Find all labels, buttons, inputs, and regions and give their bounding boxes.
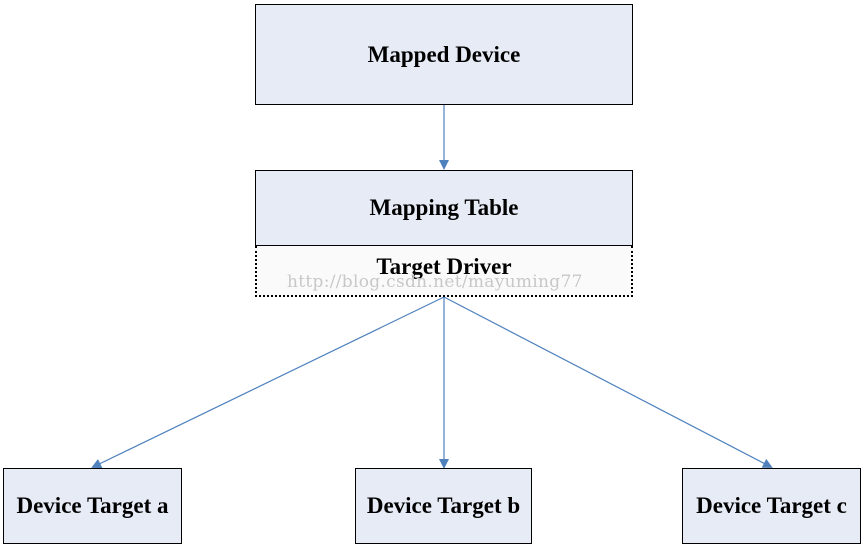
- target-driver-node: Target Driver: [255, 246, 633, 297]
- device-target-b-node: Device Target b: [355, 468, 532, 544]
- target-driver-label: Target Driver: [376, 254, 512, 279]
- mapped-device-node: Mapped Device: [255, 4, 633, 105]
- device-target-c-label: Device Target c: [696, 493, 847, 518]
- watermark-text: http://blog.csdn.net/mayuming77: [287, 272, 583, 292]
- arrow-driver-to-target-c: [443, 296, 773, 468]
- mapping-table-label: Mapping Table: [369, 195, 519, 220]
- device-target-c-node: Device Target c: [682, 468, 861, 544]
- device-target-a-label: Device Target a: [16, 493, 169, 518]
- mapping-table-node: Mapping Table: [255, 170, 633, 246]
- mapped-device-label: Mapped Device: [367, 41, 521, 67]
- arrow-driver-to-target-a: [91, 296, 445, 469]
- device-target-a-node: Device Target a: [3, 468, 182, 544]
- device-target-b-label: Device Target b: [366, 493, 521, 518]
